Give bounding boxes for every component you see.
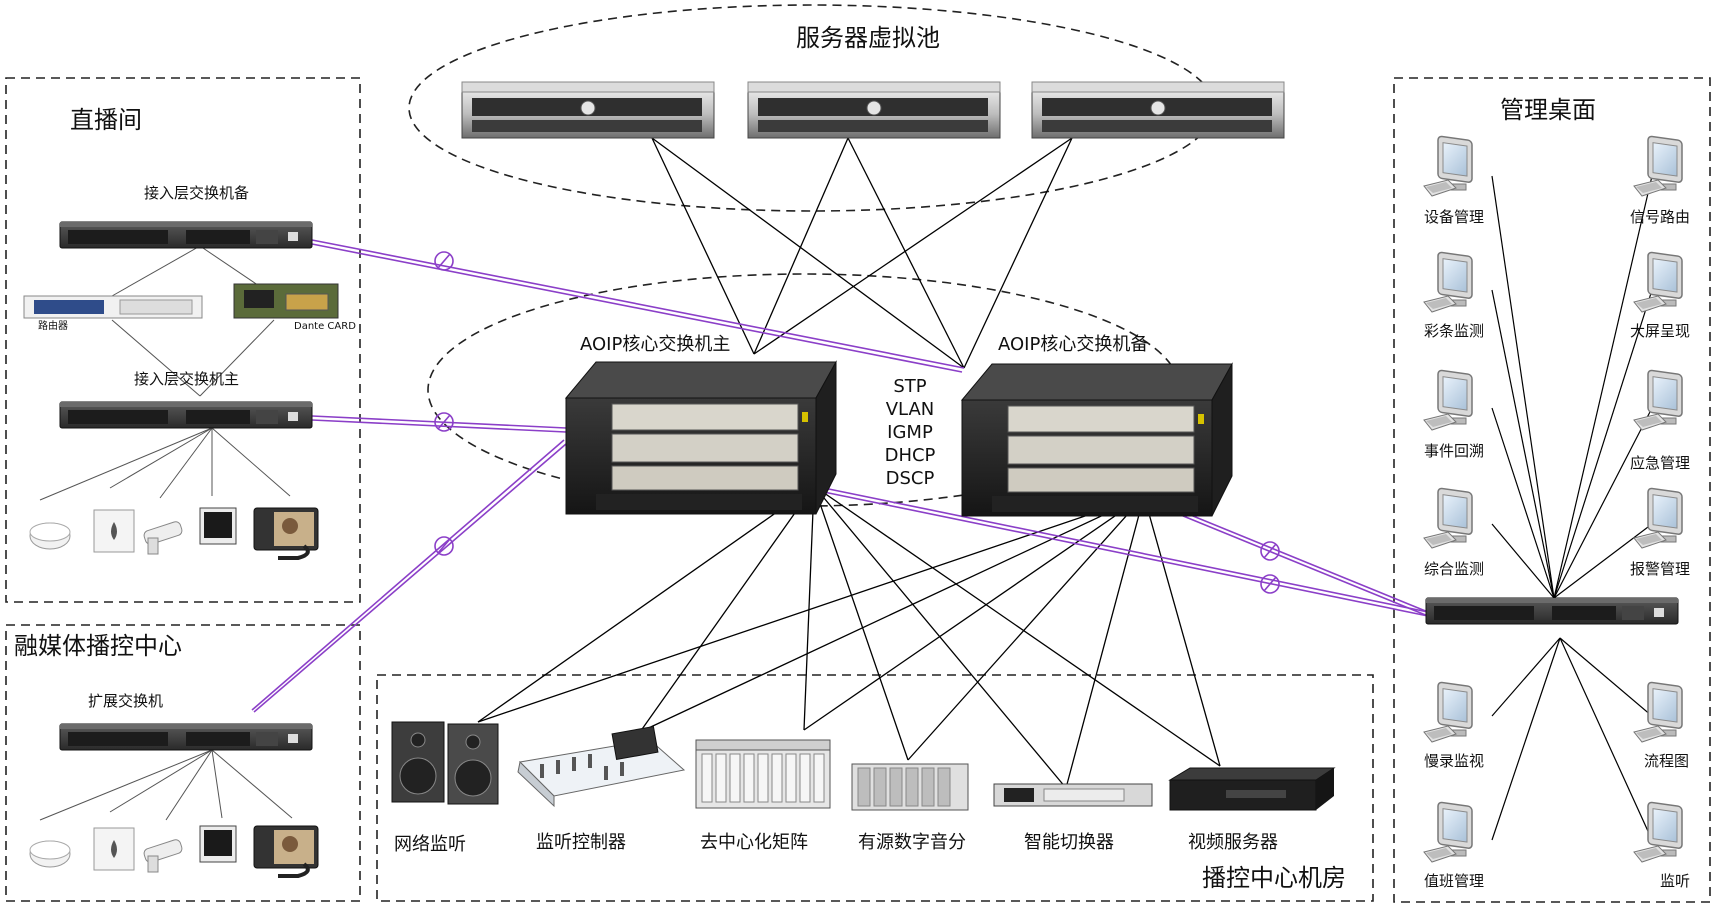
pc-device-mgmt [1423, 135, 1473, 197]
pc-bigscreen [1633, 251, 1683, 313]
core-switch-main [565, 361, 837, 515]
core-switch-backup [961, 363, 1233, 517]
pc-duty [1423, 801, 1473, 863]
pc-label-listen: 监听 [1660, 872, 1691, 890]
live-room-box [5, 77, 361, 603]
access-switch-backup-label: 接入层交换机备 [144, 184, 250, 202]
server-3 [1031, 81, 1285, 139]
server-pool-title: 服务器虚拟池 [796, 24, 940, 52]
dante-card-device [233, 283, 339, 319]
core-device-links [477, 485, 1221, 789]
protocol-dscp: DSCP [885, 468, 935, 489]
pc-label-slowrec: 慢录监视 [1424, 752, 1485, 770]
pc-slowrec [1423, 681, 1473, 743]
pc-label-alarm: 报警管理 [1630, 560, 1691, 578]
pc-label-colorbar: 彩条监测 [1424, 322, 1485, 340]
router-device [23, 295, 203, 319]
server-core-links [651, 137, 1073, 369]
pc-alarm [1633, 487, 1683, 549]
mgmt-desktop-box [1393, 77, 1711, 903]
ext-switch-label: 扩展交换机 [88, 692, 164, 710]
pc-label-emergency: 应急管理 [1630, 454, 1691, 472]
live-room-sensors [28, 506, 320, 560]
dante-card-label: Dante CARD [294, 321, 356, 332]
pc-label-device-mgmt: 设备管理 [1424, 208, 1485, 226]
pc-emergency [1633, 369, 1683, 431]
device-label-video-server: 视频服务器 [1188, 832, 1278, 853]
pc-label-route: 信号路由 [1630, 208, 1691, 226]
server-1 [461, 81, 715, 139]
mgmt-desktop-title: 管理桌面 [1500, 96, 1596, 124]
smart-switcher-device [993, 783, 1153, 807]
core-backup-label: AOIP核心交换机备 [998, 334, 1149, 355]
protocol-igmp: IGMP [887, 422, 933, 443]
pc-label-monitor: 综合监测 [1424, 560, 1485, 578]
device-label-matrix: 去中心化矩阵 [700, 832, 808, 853]
protocol-dhcp: DHCP [884, 445, 936, 466]
ext-switch [59, 723, 313, 751]
mgmt-links [1491, 175, 1653, 841]
protocol-list: STP VLAN IGMP DHCP DSCP [880, 375, 940, 490]
protocol-stp: STP [893, 376, 927, 397]
audio-splitter-device [851, 763, 969, 811]
device-label-switcher: 智能切换器 [1024, 832, 1114, 853]
server-2 [747, 81, 1001, 139]
video-server-device [1168, 767, 1336, 811]
media-center-title: 融媒体播控中心 [14, 632, 182, 660]
router-label: 路由器 [38, 321, 68, 332]
access-switch-main [59, 401, 313, 429]
pc-label-duty: 值班管理 [1424, 872, 1485, 890]
protocol-vlan: VLAN [885, 399, 935, 420]
pc-label-bigscreen: 大屏呈现 [1630, 322, 1691, 340]
control-room-box [376, 674, 1374, 902]
server-pool-servers [461, 81, 1285, 139]
pc-event [1423, 369, 1473, 431]
mixer-device [517, 725, 686, 808]
media-center-links [39, 749, 293, 821]
pc-flow [1633, 681, 1683, 743]
pc-route [1633, 135, 1683, 197]
media-center-sensors [28, 824, 320, 878]
pc-listen [1633, 801, 1683, 863]
matrix-device [695, 739, 831, 809]
device-label-monitor-controller: 监听控制器 [536, 832, 626, 853]
device-label-net-monitor: 网络监听 [394, 834, 466, 855]
pc-label-event: 事件回溯 [1424, 442, 1485, 460]
speakers-device [391, 721, 499, 805]
device-label-splitter: 有源数字音分 [858, 832, 966, 853]
pc-colorbar [1423, 251, 1473, 313]
live-room-title: 直播间 [70, 106, 142, 134]
pc-monitor [1423, 487, 1473, 549]
purple-trunks [251, 239, 1429, 713]
pc-label-flow: 流程图 [1644, 752, 1690, 770]
access-switch-backup [59, 221, 313, 249]
mgmt-switch [1425, 597, 1679, 625]
control-room-title: 播控中心机房 [1202, 864, 1346, 892]
access-switch-main-label: 接入层交换机主 [134, 370, 240, 388]
core-main-label: AOIP核心交换机主 [580, 334, 731, 355]
